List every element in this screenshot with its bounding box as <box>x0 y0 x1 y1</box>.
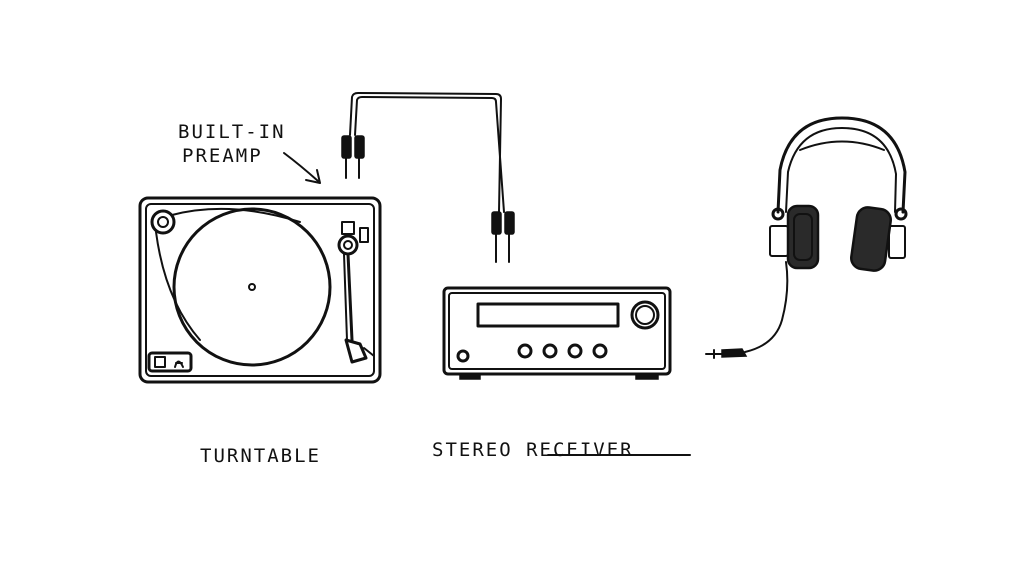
rca-plug-top <box>341 135 365 179</box>
receiver-display <box>476 302 620 328</box>
receiver-foot-left <box>459 373 481 380</box>
receiver-button-3 <box>567 343 583 359</box>
motor-pulley <box>150 209 176 235</box>
receiver-button-4 <box>592 343 608 359</box>
right-ear-cup <box>850 206 892 272</box>
receiver-button-1 <box>517 343 533 359</box>
turntable-controls <box>147 351 193 373</box>
rca-plug-bottom <box>491 211 515 263</box>
turntable-spindle <box>248 283 256 291</box>
headphone-cable <box>705 261 789 359</box>
rca-cable <box>341 92 515 263</box>
receiver-button-2 <box>542 343 558 359</box>
receiver-label: STEREO RECEIVER <box>432 439 634 461</box>
annotation-label-line2: PREAMP <box>182 145 263 167</box>
turntable <box>138 196 382 384</box>
volume-knob <box>630 300 660 330</box>
annotation-label-line1: BUILT-IN <box>178 121 286 143</box>
turntable-label: TURNTABLE <box>200 445 321 467</box>
tonearm <box>337 221 375 364</box>
turntable-platter <box>172 207 332 367</box>
headphone-jack <box>721 348 748 358</box>
receiver-foot-right <box>635 373 659 380</box>
power-knob <box>456 349 470 363</box>
receiver-body <box>442 286 672 376</box>
left-ear-cup <box>786 204 820 270</box>
turntable-body <box>138 196 382 384</box>
annotation-arrow <box>283 152 321 184</box>
stereo-receiver <box>442 286 672 380</box>
headphones <box>769 116 908 272</box>
